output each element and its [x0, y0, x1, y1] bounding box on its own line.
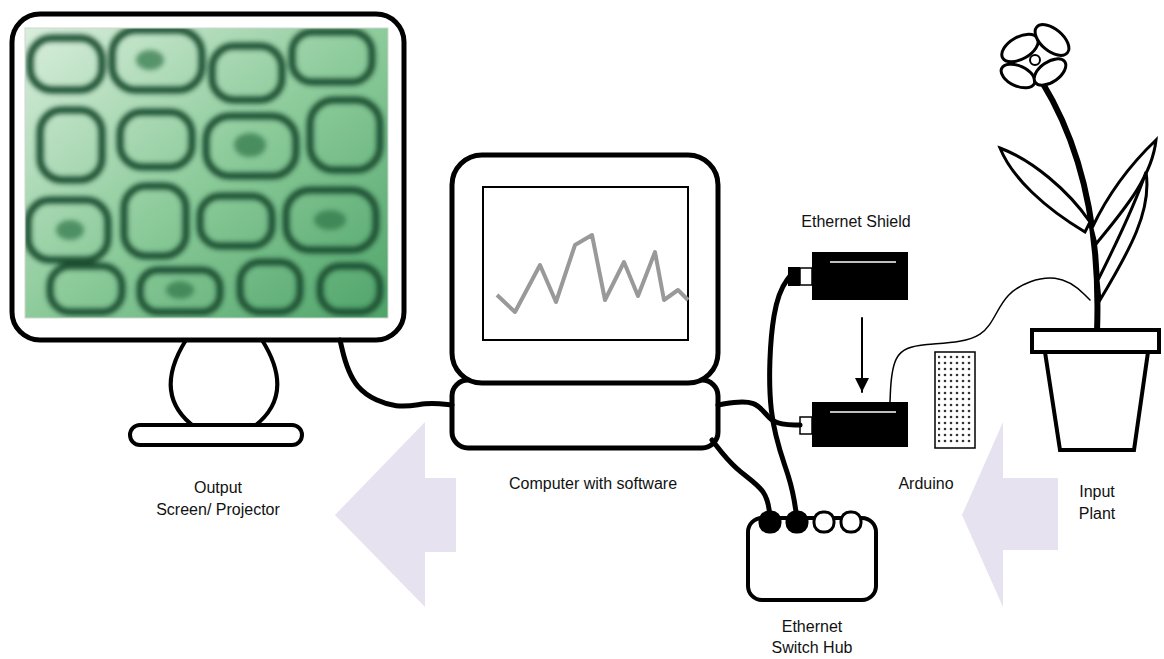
- pattern-cell: [292, 32, 372, 82]
- breadboard-holes: [938, 355, 972, 445]
- monitor-frame: [12, 14, 404, 340]
- pattern-cell: [320, 266, 380, 312]
- input-plant: InputPlant: [1030, 20, 1162, 525]
- ethernet-shield: Ethernet Shield: [786, 208, 910, 318]
- component-label: Plant: [1079, 503, 1115, 525]
- pattern-cell: [40, 110, 102, 180]
- arduino-board: [812, 402, 908, 447]
- ethernet-cable: [712, 440, 770, 520]
- component-label: Computer with software: [509, 473, 677, 495]
- node-label: InputPlant: [1079, 481, 1115, 525]
- breadboard: [935, 352, 975, 448]
- pattern-cell: [140, 270, 220, 312]
- component-label: Ethernet Switch Hub: [765, 616, 860, 658]
- signal-graph: [497, 235, 688, 312]
- pattern-spot: [314, 210, 346, 230]
- node-label: Ethernet Shield: [801, 211, 910, 233]
- sensor-wire: [890, 278, 1090, 402]
- component-label: Input: [1079, 481, 1115, 503]
- computer-case: [452, 380, 718, 448]
- monitor-base: [130, 425, 302, 445]
- board-trace: [830, 261, 896, 263]
- flower-petal: [1030, 53, 1071, 90]
- plant-leaf: [1000, 148, 1090, 232]
- screen-pattern: [25, 28, 388, 318]
- pattern-cell: [240, 262, 300, 312]
- hub-port: [814, 512, 834, 532]
- component-label: Ethernet Shield: [801, 211, 910, 233]
- computer: Computer with software: [450, 153, 720, 498]
- screen-ground: [25, 28, 388, 318]
- pot-rim: [1032, 330, 1159, 352]
- pattern-spot: [56, 220, 84, 240]
- pattern-cell: [206, 116, 296, 176]
- hub-port: [841, 512, 861, 532]
- flower-center: [1030, 55, 1040, 65]
- component-label: Output: [156, 477, 280, 499]
- video-cable: [340, 340, 452, 406]
- ethernet-cable: [770, 276, 797, 520]
- computer-screen: [483, 187, 688, 340]
- node-label: Ethernet Switch Hub: [765, 616, 860, 658]
- plant-leaf: [1098, 172, 1147, 300]
- pattern-spot: [166, 281, 194, 299]
- output-device: OutputScreen/ Projector: [10, 12, 406, 524]
- arduino: Arduino: [798, 392, 958, 497]
- pattern-spot: [234, 133, 266, 157]
- pattern-cell: [50, 266, 122, 312]
- flow-arrow: [962, 422, 1058, 607]
- pattern-cell: [112, 30, 202, 90]
- node-label: Arduino: [898, 473, 953, 495]
- monitor-stand: [252, 340, 277, 428]
- pattern-cell: [286, 190, 376, 250]
- pattern-cell: [212, 46, 282, 100]
- plant-pot: [1045, 352, 1148, 450]
- ethernet-port: [800, 268, 812, 285]
- node-label: Computer with software: [509, 473, 677, 495]
- computer-monitor: [452, 155, 718, 383]
- component-label: Screen/ Projector: [156, 499, 280, 521]
- component-label: Arduino: [898, 473, 953, 495]
- usb-cable: [718, 402, 800, 425]
- mount-arrow: [861, 318, 863, 392]
- pattern-cell: [30, 38, 102, 90]
- screen-edge: [25, 28, 388, 318]
- pattern-cell: [28, 200, 108, 260]
- monitor-stand: [171, 340, 196, 428]
- pattern-cell: [120, 112, 192, 167]
- shield-board: [812, 252, 908, 300]
- pattern-cell: [200, 196, 272, 246]
- switch-hub: Ethernet Switch Hub: [748, 515, 876, 655]
- board-trace: [830, 411, 896, 413]
- pattern-cell: [310, 100, 380, 170]
- node-label: OutputScreen/ Projector: [156, 477, 280, 521]
- pattern-cell: [124, 186, 186, 256]
- flow-arrow: [335, 422, 456, 607]
- pattern-spot: [136, 50, 164, 70]
